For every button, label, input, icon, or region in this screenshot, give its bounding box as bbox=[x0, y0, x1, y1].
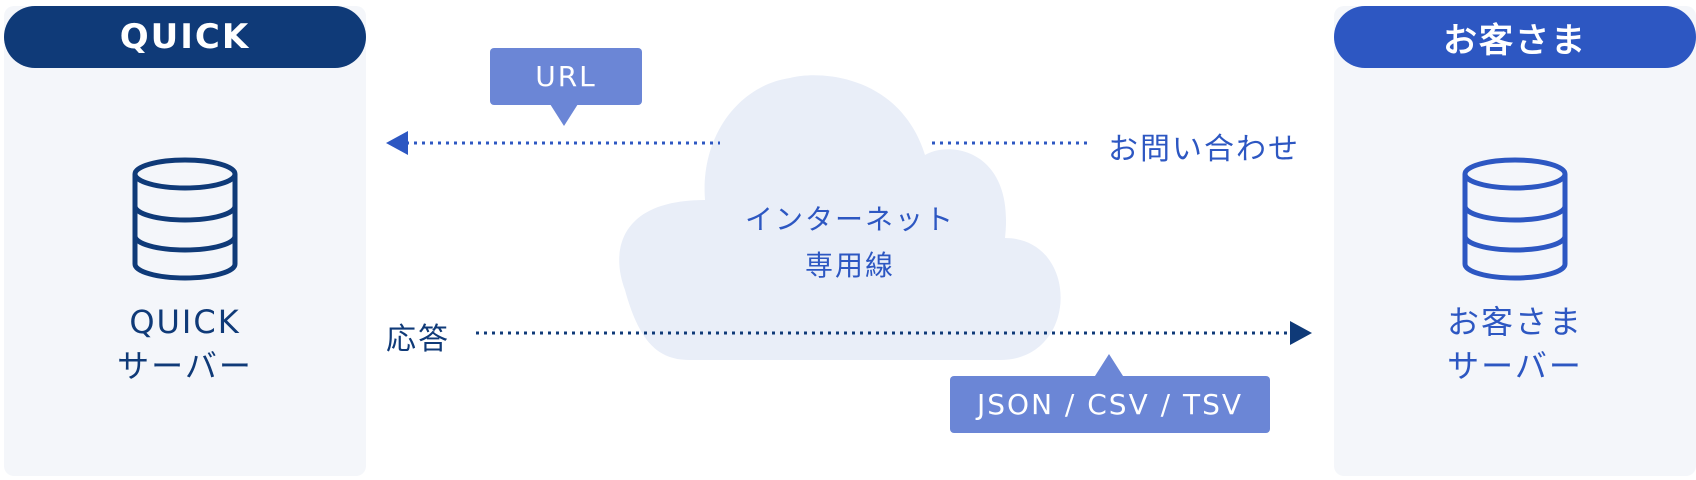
quick-server-label-line1: QUICK bbox=[129, 303, 241, 341]
cloud-label-line2: 専用線 bbox=[804, 249, 895, 282]
format-callout-pointer bbox=[1095, 354, 1123, 376]
cloud-shape bbox=[619, 75, 1061, 360]
customer-header: お客さま bbox=[1334, 6, 1696, 68]
database-icon bbox=[1462, 157, 1568, 281]
quick-panel: QUICK QUICK サーバー bbox=[4, 6, 366, 476]
quick-server-label-line2: サーバー bbox=[117, 347, 253, 385]
arrow-left-icon bbox=[386, 131, 408, 155]
url-callout: URL bbox=[490, 48, 642, 105]
format-callout: JSON / CSV / TSV bbox=[950, 376, 1270, 433]
database-icon bbox=[132, 157, 238, 281]
customer-panel: お客さま お客さま サーバー bbox=[1334, 6, 1696, 476]
customer-server-label-line1: お客さま bbox=[1446, 303, 1583, 341]
quick-header: QUICK bbox=[4, 6, 366, 68]
response-label: 応答 bbox=[386, 322, 450, 357]
cloud-label-line1: インターネット bbox=[744, 203, 955, 236]
request-label: お問い合わせ bbox=[1108, 132, 1300, 167]
url-callout-pointer bbox=[550, 104, 578, 126]
arrow-right-icon bbox=[1290, 321, 1312, 345]
customer-server-label-line2: サーバー bbox=[1447, 347, 1583, 385]
